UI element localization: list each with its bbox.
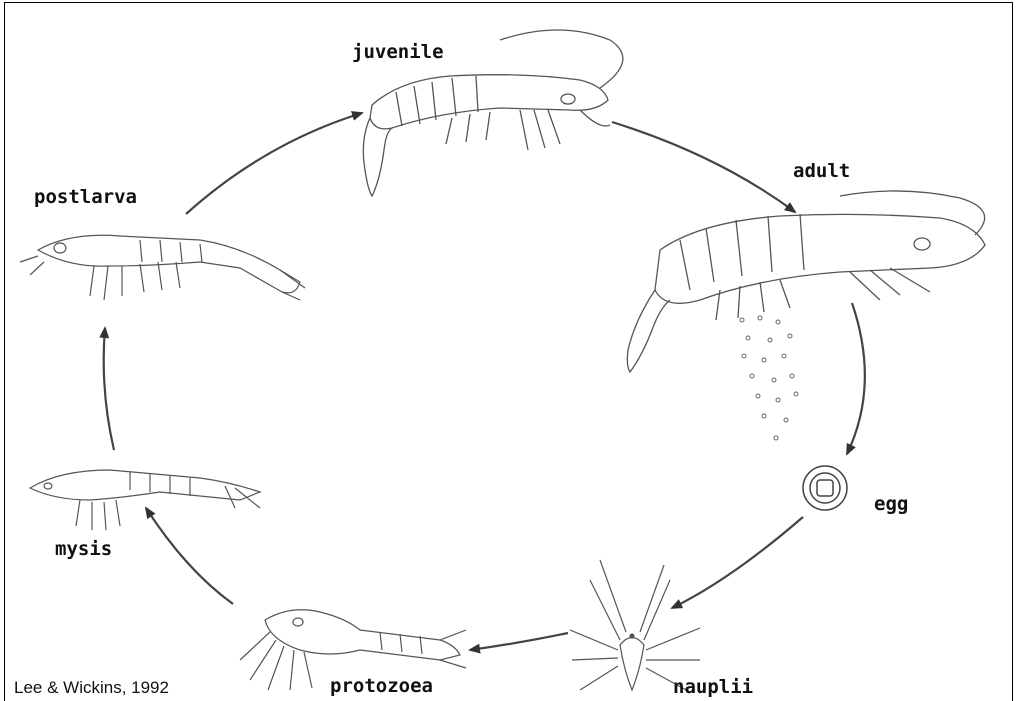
label-nauplii: nauplii <box>673 676 753 698</box>
arrow-postlarva-to-juvenile <box>186 113 362 214</box>
egg-illustration <box>803 466 847 510</box>
label-mysis: mysis <box>55 538 112 560</box>
credit-text: Lee & Wickins, 1992 <box>14 678 169 698</box>
egg-dots <box>740 316 798 440</box>
arrow-protozoea-to-mysis <box>146 508 233 604</box>
arrow-nauplii-to-protozoea <box>470 633 568 650</box>
arrow-mysis-to-postlarva <box>104 328 114 450</box>
label-juvenile: juvenile <box>352 41 444 63</box>
postlarva-illustration <box>20 235 305 300</box>
label-egg: egg <box>874 493 908 515</box>
arrow-egg-to-nauplii <box>672 517 803 608</box>
mysis-illustration <box>30 470 260 530</box>
label-protozoea: protozoea <box>330 675 433 697</box>
adult-shrimp-illustration <box>627 191 985 372</box>
label-postlarva: postlarva <box>34 186 137 208</box>
label-adult: adult <box>793 160 850 182</box>
cycle-arrows <box>104 113 865 650</box>
nauplii-illustration <box>570 560 700 692</box>
arrow-adult-to-egg <box>847 303 865 454</box>
arrow-juvenile-to-adult <box>612 122 795 212</box>
